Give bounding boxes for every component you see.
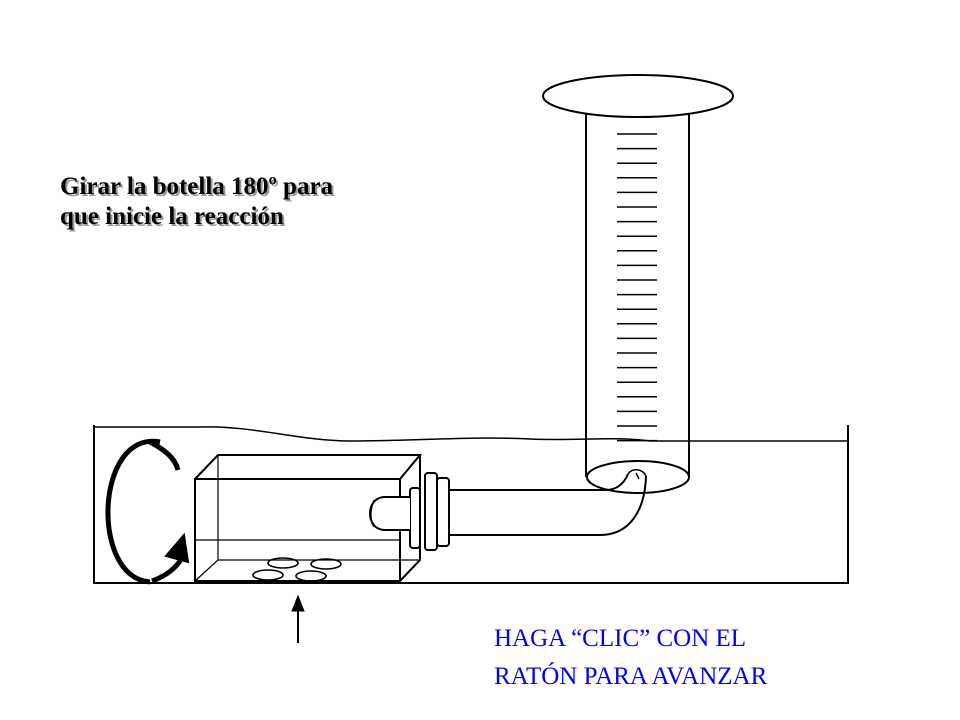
stopper bbox=[409, 472, 454, 551]
pellet bbox=[252, 569, 284, 581]
graduated-cylinder bbox=[542, 74, 734, 494]
reactant-pellets bbox=[252, 557, 342, 582]
cylinder-base bbox=[542, 74, 734, 118]
pellet bbox=[295, 570, 327, 582]
advance-prompt[interactable]: HAGA “CLIC” CON EL RATÓN PARA AVANZAR bbox=[494, 620, 767, 696]
water-trough bbox=[93, 425, 849, 584]
rotation-arrow-icon bbox=[105, 438, 190, 585]
instruction-line-2: que inicie la reacción bbox=[60, 203, 284, 230]
delivery-tube bbox=[452, 469, 647, 536]
reaction-bottle bbox=[194, 454, 423, 582]
cylinder-mouth bbox=[586, 460, 690, 494]
advance-line-2: RATÓN PARA AVANZAR bbox=[494, 663, 768, 690]
up-arrow-icon bbox=[291, 594, 305, 643]
instruction-line-1: Girar la botella 180º para bbox=[60, 173, 334, 200]
advance-line-1: HAGA “CLIC” CON EL bbox=[494, 625, 747, 652]
pellet bbox=[310, 558, 342, 570]
pellet bbox=[267, 557, 299, 569]
graduation-marks bbox=[617, 133, 657, 442]
instruction-text: Girar la botella 180º para que inicie la… bbox=[60, 172, 333, 232]
